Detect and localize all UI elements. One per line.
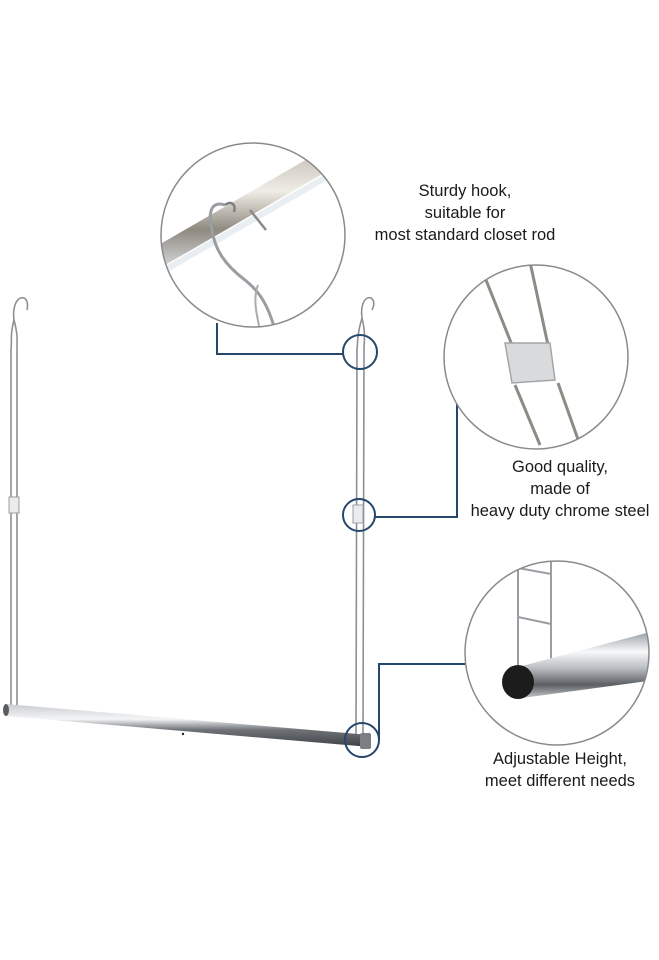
hanger-main (8, 296, 375, 736)
hook-marker (342, 334, 378, 370)
quality-caption-line-2: made of (530, 480, 590, 498)
hook-caption: Sturdy hook, suitable for most standard … (350, 180, 580, 246)
height-caption-line-1: Adjustable Height, (493, 750, 627, 768)
hanging-rod (3, 704, 371, 749)
quality-caption-line-3: heavy duty chrome steel (470, 502, 650, 520)
height-caption: Adjustable Height, meet different needs (470, 748, 650, 792)
connectors (216, 323, 465, 758)
rod-marker (344, 722, 380, 758)
quality-caption: Good quality, made of heavy duty chrome … (455, 456, 659, 522)
clip-marker (342, 498, 376, 532)
quality-caption-line-1: Good quality, (511, 458, 608, 476)
height-caption-line-2: meet different needs (484, 772, 636, 790)
hook-caption-line-2: suitable for (424, 204, 506, 222)
hook-caption-line-3: most standard closet rod (374, 226, 556, 244)
clip-detail-icon (443, 264, 629, 450)
hook-detail-icon (160, 142, 346, 328)
hook-caption-line-1: Sturdy hook, (418, 182, 512, 200)
rod-end-detail-icon (464, 560, 650, 746)
